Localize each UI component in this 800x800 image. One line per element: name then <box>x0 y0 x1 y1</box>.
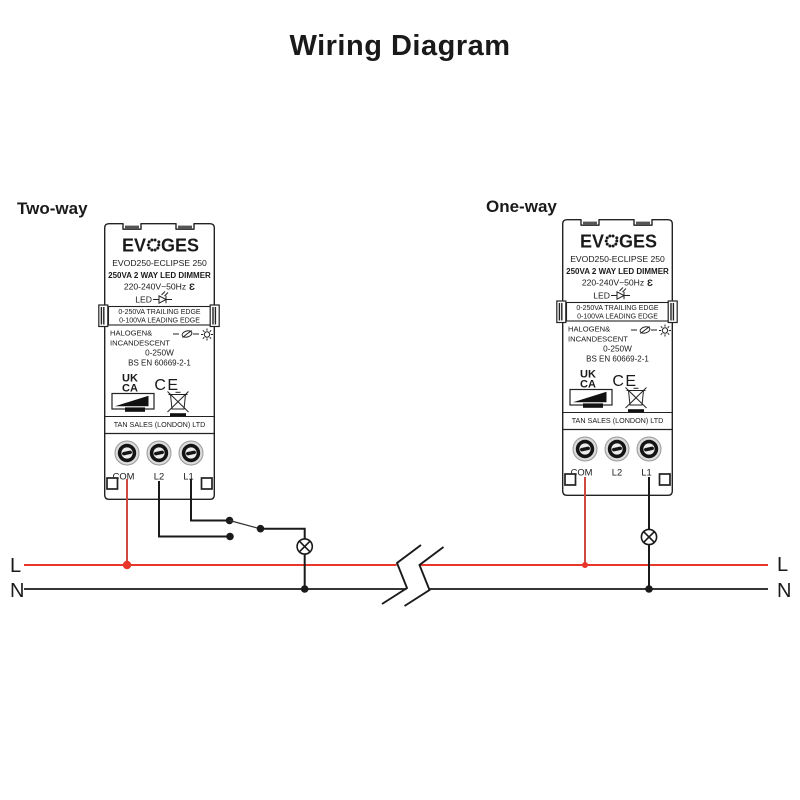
brand-logo: EV GES <box>122 236 199 256</box>
dimmer-ramp-logo <box>569 388 613 408</box>
energy-symbol: Ɛ <box>647 278 653 289</box>
ce-mark: CE <box>154 377 179 394</box>
page-title: Wiring Diagram <box>289 30 511 62</box>
halogen-text: HALOGEN& <box>110 329 152 338</box>
leading-edge-text: 0-100VA LEADING EDGE <box>119 317 200 324</box>
top-notch-bar <box>125 225 139 229</box>
terminal-screw-com <box>572 436 598 462</box>
terminal-screw-l2 <box>604 436 630 462</box>
svg-text:GES: GES <box>619 232 657 252</box>
neutral-junction-dot-left <box>300 585 309 593</box>
neutral-junction-dot-right <box>645 585 653 593</box>
terminal-label-l2: L2 <box>612 467 622 478</box>
side-clip-right <box>667 300 678 324</box>
side-clip-left <box>98 304 109 328</box>
top-notch-bar <box>178 225 192 229</box>
neutral-label-right: N <box>777 580 791 602</box>
terminal-screw-com <box>114 440 140 466</box>
svg-text:EV: EV <box>580 232 604 252</box>
dimmer-ramp-logo <box>111 392 155 412</box>
wattage-text: 0-250W <box>603 345 632 354</box>
ukca-mark: UK CA <box>122 373 138 395</box>
terminal-label-com: COM <box>571 467 593 478</box>
standard-text: BS EN 60669-2-1 <box>128 359 191 368</box>
leading-edge-text: 0-100VA LEADING EDGE <box>577 313 658 320</box>
manufacturer-text: TAN SALES (LONDON) LTD <box>114 420 206 429</box>
mount-lug-left <box>106 477 119 490</box>
terminal-screw-l2 <box>146 440 172 466</box>
trailing-edge-text: 0-250VA TRAILING EDGE <box>576 305 659 312</box>
incandescent-text: INCANDESCENT <box>110 339 170 348</box>
terminal-label-com: COM <box>113 471 135 482</box>
type-text: 250VA 2 WAY LED DIMMER <box>108 271 211 280</box>
trailing-edge-text: 0-250VA TRAILING EDGE <box>118 309 201 316</box>
halogen-text: HALOGEN& <box>568 325 610 334</box>
terminal-label-l1: L1 <box>183 471 193 482</box>
live-junction-dot-left <box>122 560 132 570</box>
halogen-lamp-icon <box>173 330 199 338</box>
live-label-left: L <box>10 555 21 577</box>
mount-lug-right <box>658 473 671 486</box>
svg-text:CA: CA <box>580 379 596 391</box>
module-outline <box>104 223 215 500</box>
top-notch-bar <box>636 221 650 225</box>
svg-text:EV: EV <box>122 236 146 256</box>
weee-bin-icon <box>167 391 189 417</box>
neutral-label-left: N <box>10 580 24 602</box>
energy-symbol: Ɛ <box>189 282 195 293</box>
svg-text:GES: GES <box>161 236 199 256</box>
live-label-right: L <box>777 554 788 576</box>
lamp-icon-left <box>296 538 314 555</box>
svg-text:UK: UK <box>580 369 596 381</box>
type-text: 250VA 2 WAY LED DIMMER <box>566 267 669 276</box>
led-label: LED <box>135 295 152 305</box>
one-way-dimmer-module: EV GES EVOD250-ECLIPSE 250 250VA 2 WAY L… <box>556 219 678 496</box>
sun-icon <box>659 324 671 337</box>
two-way-dimmer-module: EV GES EVOD250-ECLIPSE 250 250VA 2 WAY L… <box>98 223 220 500</box>
l2-wire <box>158 481 227 538</box>
lamp-icon-right <box>640 528 658 546</box>
two-way-switch-icon <box>225 516 265 541</box>
ukca-mark: UK CA <box>580 369 596 391</box>
wiring <box>24 477 768 607</box>
side-clip-right <box>209 304 220 328</box>
led-label: LED <box>593 291 610 301</box>
terminal-label-l2: L2 <box>154 471 164 482</box>
brand-o-dots-icon <box>604 234 619 248</box>
ce-mark: CE <box>612 373 637 390</box>
weee-bin-icon <box>625 387 647 413</box>
two-way-label: Two-way <box>17 199 88 218</box>
side-clip-left <box>556 300 567 324</box>
mount-lug-left <box>564 473 577 486</box>
top-notch-bar <box>583 221 597 225</box>
live-junction-dot-right <box>582 562 588 568</box>
manufacturer-text: TAN SALES (LONDON) LTD <box>572 416 664 425</box>
incandescent-text: INCANDESCENT <box>568 335 628 344</box>
sun-icon <box>201 328 213 341</box>
standard-text: BS EN 60669-2-1 <box>586 355 649 364</box>
svg-text:UK: UK <box>122 373 138 385</box>
wattage-text: 0-250W <box>145 349 174 358</box>
model-text: EVOD250-ECLIPSE 250 <box>570 254 665 264</box>
led-diode-icon <box>153 291 172 305</box>
terminal-screw-l1 <box>178 440 204 466</box>
module-outline <box>562 219 673 496</box>
terminal-label-l1: L1 <box>641 467 651 478</box>
brand-o-dots-icon <box>146 238 161 252</box>
led-diode-icon <box>611 287 630 301</box>
mount-lug-right <box>200 477 213 490</box>
model-text: EVOD250-ECLIPSE 250 <box>112 258 207 268</box>
voltage-text: 220-240V~50Hz <box>582 278 644 288</box>
terminal-screw-l1 <box>636 436 662 462</box>
switch-to-lamp-wire <box>260 527 306 539</box>
wire-break-icon <box>381 544 445 607</box>
one-way-label: One-way <box>486 197 557 216</box>
halogen-lamp-icon <box>631 326 657 334</box>
svg-text:CA: CA <box>122 383 138 395</box>
l1-wire <box>190 479 227 522</box>
brand-logo: EV GES <box>580 232 657 252</box>
voltage-text: 220-240V~50Hz <box>124 282 186 292</box>
